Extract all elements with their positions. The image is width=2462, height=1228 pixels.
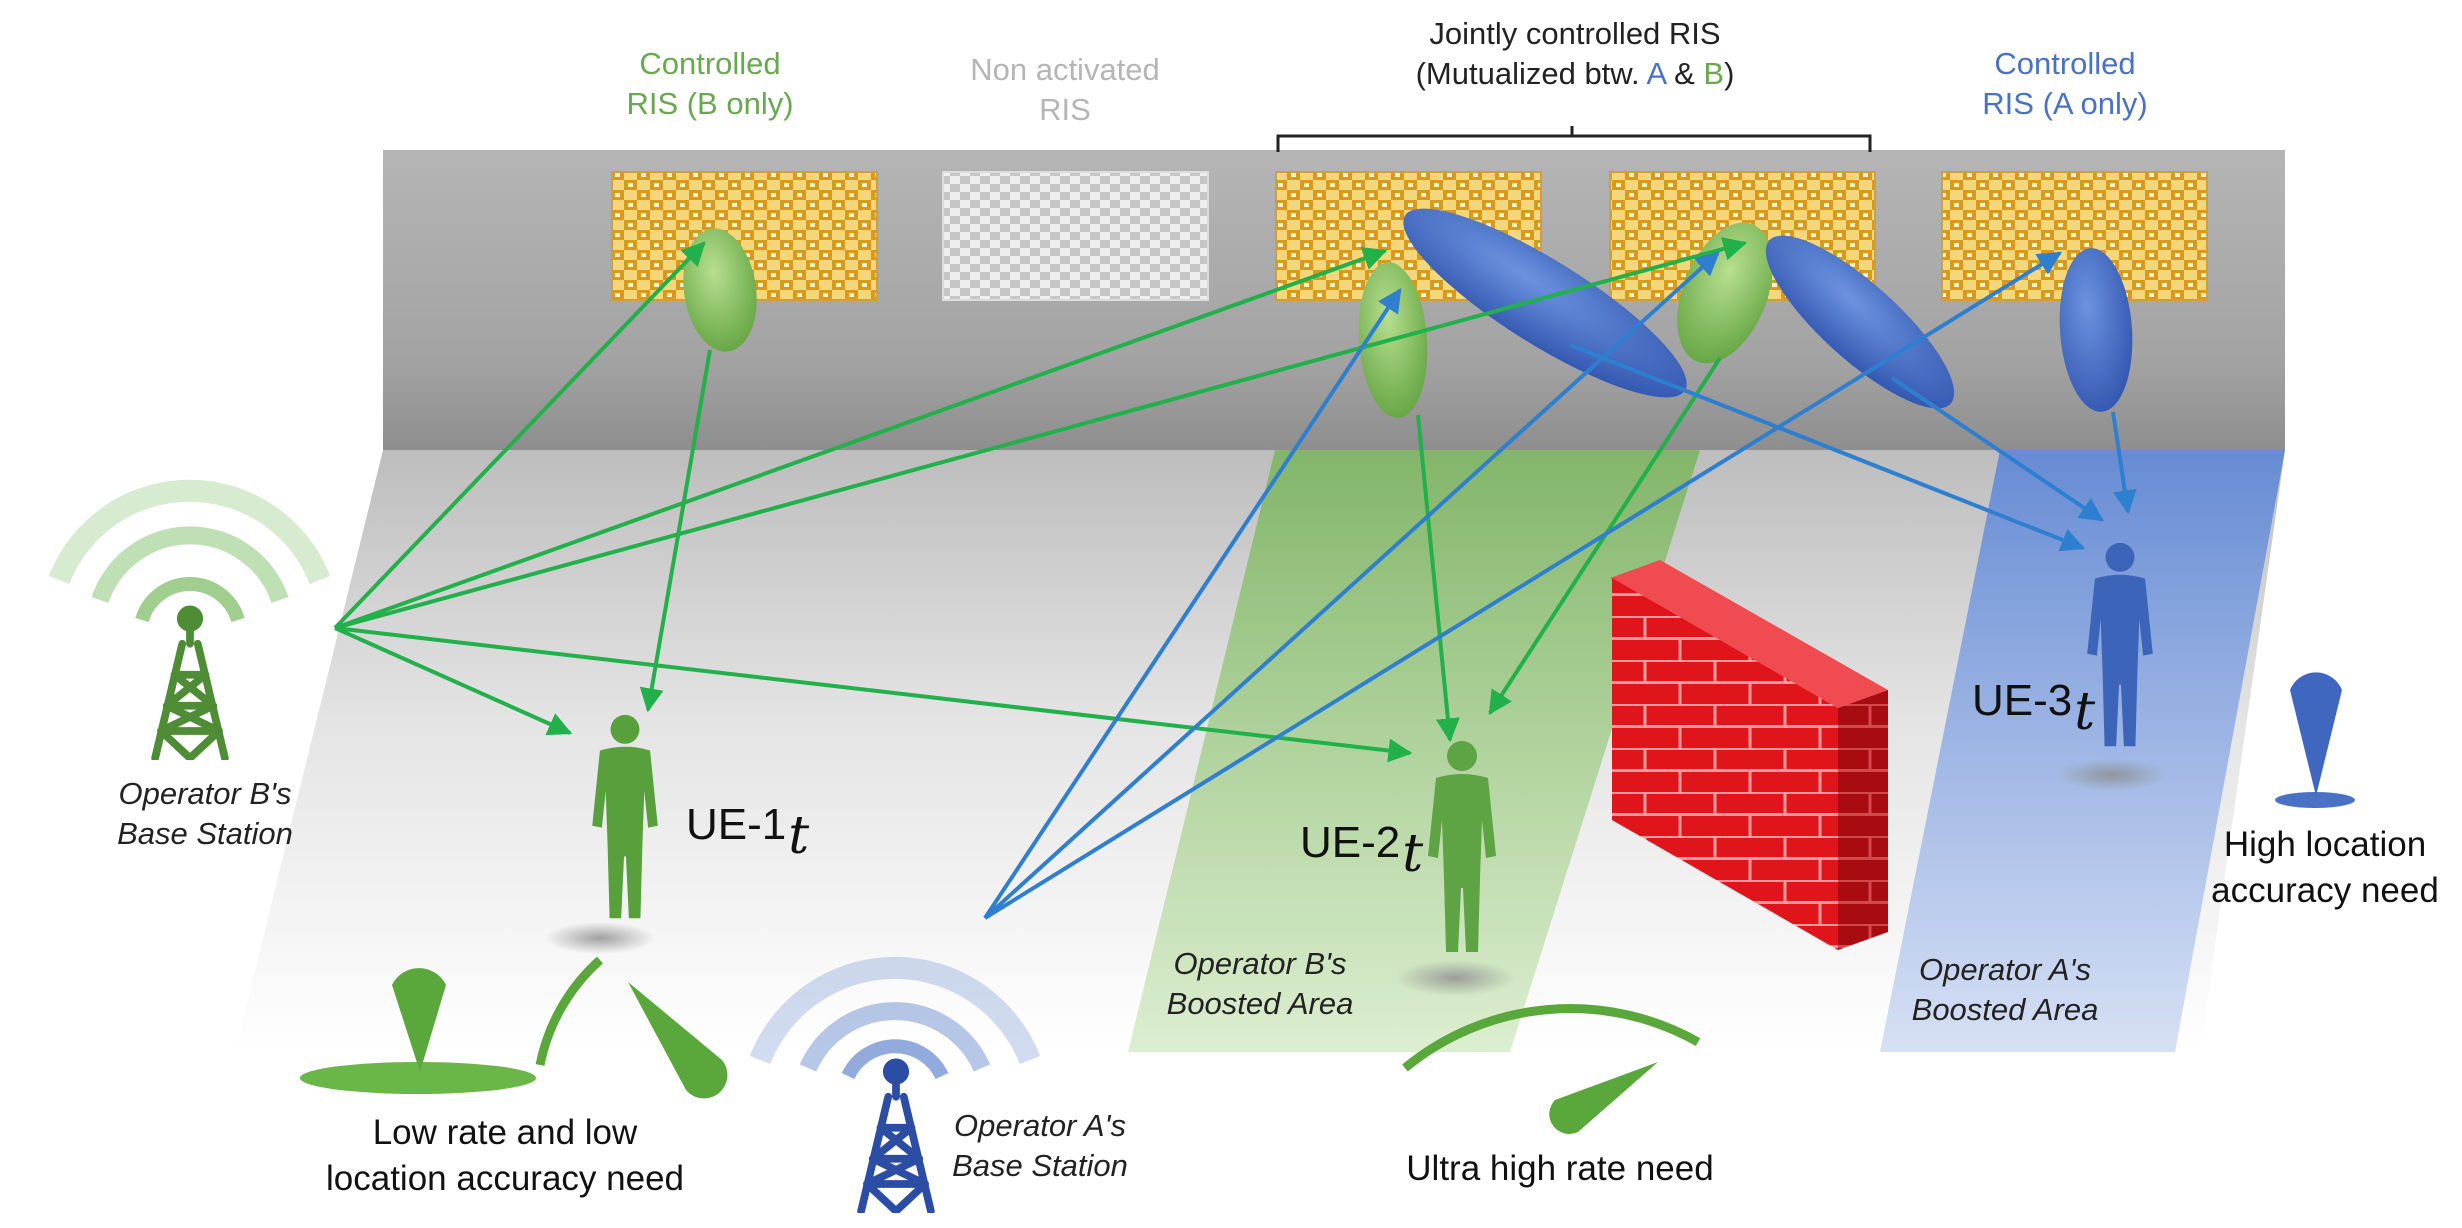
ris-label-a-only: Controlled RIS (A only) xyxy=(1950,44,2180,125)
high-loc-need-line1: High location xyxy=(2223,825,2427,864)
low-need-line2: location accuracy need xyxy=(326,1158,684,1198)
ris-label-joint: Jointly controlled RIS (Mutualized btw. … xyxy=(1360,14,1790,95)
beam-lobe-blue xyxy=(1403,208,1687,398)
boosted-area-operator-a xyxy=(1880,450,2285,1052)
operator-a-boosted-area-line2: Boosted Area xyxy=(1911,992,2099,1028)
user-shadows xyxy=(545,759,2167,996)
ue-1-name: UE-1 xyxy=(686,800,787,849)
beam-lobe-blue xyxy=(2059,248,2133,412)
operator-a-base-station-label: Operator A's Base Station xyxy=(920,1106,1160,1187)
operator-b-base-station-line1: Operator B's xyxy=(118,776,292,811)
ris-label-joint-post: ) xyxy=(1724,56,1735,92)
ue-2-name: UE-2 xyxy=(1300,818,1401,867)
ris-label-joint-line1: Jointly controlled RIS xyxy=(1429,16,1721,51)
joint-ris-bracket xyxy=(1276,126,1872,152)
operator-a-boosted-area-line1: Operator A's xyxy=(1919,952,2091,987)
operator-b-base-station xyxy=(48,479,331,758)
ris-label-b-only-line1: Controlled xyxy=(639,46,781,81)
low-need-label: Low rate and low location accuracy need xyxy=(290,1110,720,1201)
ue-2-label: UE-2t xyxy=(1300,818,1423,884)
operator-a-base-station xyxy=(749,956,1041,1211)
ultra-need-line1: Ultra high rate need xyxy=(1406,1149,1714,1188)
ris-panel-inactive xyxy=(942,171,1209,301)
ue-3-label: UE-3t xyxy=(1972,676,2095,742)
ris-label-joint-b: B xyxy=(1703,56,1725,92)
brick-wall-icon xyxy=(1610,560,1888,950)
ris-label-joint-a: A xyxy=(1646,56,1666,92)
operator-a-base-station-line2: Base Station xyxy=(952,1148,1128,1184)
ris-label-a-only-line2: RIS (A only) xyxy=(1982,86,2148,122)
ris-label-joint-pre: (Mutualized btw. xyxy=(1415,56,1647,92)
ue-3-subscript: t xyxy=(2074,682,2096,742)
ultra-need-speed-gauge-icon xyxy=(1402,1004,1701,1134)
low-need-speed-gauge-icon xyxy=(535,956,728,1099)
operator-a-beams xyxy=(983,251,2137,920)
operator-b-base-station-line2: Base Station xyxy=(117,816,293,852)
operator-b-boosted-area-label: Operator B's Boosted Area xyxy=(1140,944,1380,1025)
ultra-need-label: Ultra high rate need xyxy=(1360,1146,1760,1192)
ue-1-label: UE-1t xyxy=(686,800,809,866)
operator-b-boosted-area-line1: Operator B's xyxy=(1173,946,1347,981)
ris-label-joint-line2: (Mutualized btw. A & B) xyxy=(1360,54,1790,94)
ris-label-inactive-line1: Non activated xyxy=(970,52,1160,87)
high-loc-need-label: High location accuracy need xyxy=(2200,822,2450,913)
ue-1-subscript: t xyxy=(788,806,810,866)
ris-label-inactive: Non activated RIS xyxy=(935,50,1195,131)
ris-label-a-only-line1: Controlled xyxy=(1994,46,2136,81)
high-loc-need-location-pin-icon xyxy=(2275,672,2355,808)
low-need-location-pin-icon xyxy=(300,968,536,1094)
operator-b-base-station-label: Operator B's Base Station xyxy=(80,774,330,855)
low-need-line1: Low rate and low xyxy=(372,1113,638,1152)
operator-a-boosted-area-label: Operator A's Boosted Area xyxy=(1885,950,2125,1031)
antenna-tower-icon xyxy=(155,606,225,758)
beam-lobe-blue xyxy=(1765,235,1955,409)
ue-2-subscript: t xyxy=(1402,824,1424,884)
boosted-area-operator-b xyxy=(1128,450,1700,1052)
operator-a-base-station-line1: Operator A's xyxy=(954,1108,1126,1143)
ris-label-b-only: Controlled RIS (B only) xyxy=(600,44,820,125)
ris-label-b-only-line2: RIS (B only) xyxy=(626,86,794,122)
operator-b-boosted-area-line2: Boosted Area xyxy=(1166,986,1354,1022)
ue-3-name: UE-3 xyxy=(1972,676,2073,725)
operator-b-beams xyxy=(333,237,1748,763)
ris-label-inactive-line2: RIS xyxy=(1039,92,1091,128)
high-loc-need-line2: accuracy need xyxy=(2211,870,2439,910)
ris-label-joint-amp: & xyxy=(1665,56,1704,92)
